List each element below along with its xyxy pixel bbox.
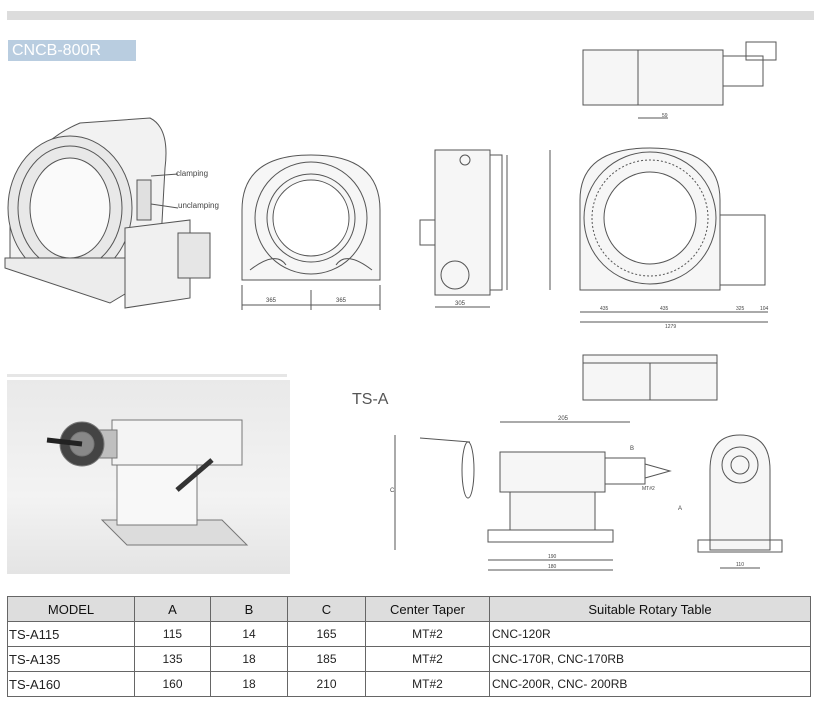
table-row: TS-A135 135 18 185 MT#2 CNC-170R, CNC-17…	[7, 646, 811, 672]
table-header-row: MODEL A B C Center Taper Suitable Rotary…	[7, 596, 811, 622]
table-row: TS-A160 160 18 210 MT#2 CNC-200R, CNC- 2…	[7, 671, 811, 697]
table-row: TS-A115 115 14 165 MT#2 CNC-120R	[7, 621, 811, 647]
cell-a: 115	[134, 621, 211, 647]
rotary-table-iso-drawing: clamping unclamping	[4, 117, 219, 309]
dim-front-left: 365	[266, 298, 277, 304]
cell-rotary-table: CNC-120R	[489, 621, 811, 647]
header-suitable-rotary-table: Suitable Rotary Table	[489, 596, 811, 622]
rotary-table-side-view: 305	[419, 149, 508, 308]
rotary-table-top-view: 59	[582, 41, 777, 119]
cell-a: 160	[134, 671, 211, 697]
dim-ts-c: C	[390, 488, 395, 494]
tailstock-photo-illustration	[46, 419, 249, 546]
cell-center-taper: MT#2	[365, 671, 490, 697]
header-c: C	[287, 596, 366, 622]
tailstock-title: TS-A	[352, 391, 389, 408]
header-b: B	[210, 596, 288, 622]
cell-b: 18	[210, 646, 288, 672]
cell-b: 14	[210, 621, 288, 647]
header-center-taper: Center Taper	[365, 596, 490, 622]
cell-rotary-table: CNC-170R, CNC-170RB	[489, 646, 811, 672]
dim-plan-end: 104	[760, 306, 769, 312]
cell-b: 18	[210, 671, 288, 697]
cell-rotary-table: CNC-200R, CNC- 200RB	[489, 671, 811, 697]
top-divider	[7, 11, 814, 20]
dim-plan-right: 325	[736, 306, 745, 312]
model-tag: CNCB-800R	[8, 40, 136, 61]
rotary-table-plan-view: 435 435 325 104 1279	[549, 147, 769, 330]
header-a: A	[134, 596, 211, 622]
dim-plan-left: 435	[600, 306, 609, 312]
dim-plan-total: 1279	[665, 324, 676, 330]
spec-table: MODEL A B C Center Taper Suitable Rotary…	[7, 596, 811, 697]
dim-top-offset: 59	[662, 113, 668, 119]
dim-ts-b: B	[630, 446, 634, 452]
dim-ts-a: A	[678, 506, 682, 512]
dim-plan-mid: 435	[660, 306, 669, 312]
cell-center-taper: MT#2	[365, 621, 490, 647]
section-divider	[7, 374, 287, 377]
cell-center-taper: MT#2	[365, 646, 490, 672]
cell-a: 135	[134, 646, 211, 672]
cell-model: TS-A160	[7, 671, 135, 697]
cell-c: 165	[287, 621, 366, 647]
dim-side-width: 305	[455, 301, 466, 307]
dim-front-right: 365	[336, 298, 347, 304]
cell-model: TS-A115	[7, 621, 135, 647]
tailstock-drawing: 205 C A B MT#2 190 180 110	[390, 416, 783, 571]
tailstock-photo	[7, 380, 290, 574]
rotary-table-front-view: 365 365	[241, 154, 381, 310]
dim-ts-base2: 180	[548, 564, 557, 570]
unclamping-label: unclamping	[178, 201, 219, 210]
clamping-label: clamping	[176, 169, 208, 178]
rotary-table-bottom-view	[582, 354, 718, 401]
dim-ts-base1: 190	[548, 554, 557, 560]
cell-c: 185	[287, 646, 366, 672]
header-model: MODEL	[7, 596, 135, 622]
dim-ts-length: 205	[558, 416, 569, 422]
cell-c: 210	[287, 671, 366, 697]
dim-ts-mt: MT#2	[642, 486, 655, 492]
dim-ts-side: 110	[736, 562, 744, 568]
cell-model: TS-A135	[7, 646, 135, 672]
